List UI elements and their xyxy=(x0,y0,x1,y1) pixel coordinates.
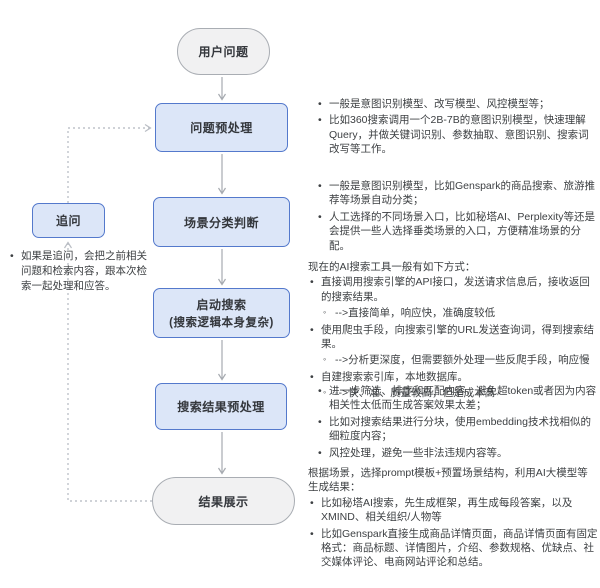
node-label: 结果展示 xyxy=(198,494,249,509)
node-label: 用户问题 xyxy=(198,45,249,59)
sub-bullet-item: -->直接简单，响应快，准确度较低 xyxy=(308,306,598,320)
bullet-item: 一般是意图识别模型，比如Genspark的商品搜索、旅游推荐等场景自动分类； xyxy=(316,179,598,208)
flow-node-result-preprocess: 搜索结果预处理 xyxy=(155,383,287,430)
node-label: 场景分类判断 xyxy=(183,215,259,230)
flow-node-followup: 追问 xyxy=(32,203,105,238)
flow-node-user-question: 用户问题 xyxy=(177,28,270,75)
flow-node-result-display: 结果展示 xyxy=(152,477,295,525)
sub-bullet-item: -->分析更深度，但需要额外处理一些反爬手段，响应慢 xyxy=(308,353,598,367)
flow-node-scene-classify: 场景分类判断 xyxy=(153,197,290,247)
dashed-feedback-arrow-to-preprocess xyxy=(67,123,152,203)
annotation-preprocess: 一般是意图识别模型、改写模型、风控模型等； 比如360搜索调用一个2B-7B的意… xyxy=(316,97,598,159)
bullet-item: 比如对搜索结果进行分块，使用embedding技术找相似的细粒度内容； xyxy=(316,415,598,444)
bullet-item: 使用爬虫手段，向搜索引擎的URL发送查询词，得到搜索结果。 xyxy=(308,323,598,352)
bullet-item: 风控处理，避免一些非法违规内容等。 xyxy=(316,446,598,461)
dashed-feedback-arrow-to-followup xyxy=(63,241,152,502)
bullet-item: 人工选择的不同场景入口，比如秘塔AI、Perplexity等还是会提供一些人选择… xyxy=(316,210,598,253)
flow-node-preprocess: 问题预处理 xyxy=(155,103,288,152)
annotation-search: 现在的AI搜索工具一般有如下方式： 直接调用搜索引擎的API接口，发送请求信息后… xyxy=(308,260,598,402)
annotation-header: 根据场景，选择prompt模板+预置场景结构，利用AI大模型等生成结果： xyxy=(308,467,588,494)
bullet-item: 直接调用搜索引擎的API接口，发送请求信息后，接收返回的搜索结果。 xyxy=(308,275,598,304)
flow-node-start-search: 启动搜索 (搜索逻辑本身复杂) xyxy=(153,288,290,338)
node-sublabel: (搜索逻辑本身复杂) xyxy=(169,317,274,329)
annotation-scene: 一般是意图识别模型，比如Genspark的商品搜索、旅游推荐等场景自动分类； 人… xyxy=(316,179,598,255)
bullet-item: 比如秘塔AI搜索，先生成框架，再生成每段答案，以及XMIND、相关组织/人物等 xyxy=(308,496,598,525)
bullet-item: 自建搜索索引库，本地数据库。 xyxy=(308,370,598,385)
annotation-header: 现在的AI搜索工具一般有如下方式： xyxy=(308,261,476,273)
bullet-item: 比如Genspark直接生成商品详情页面，商品详情页面有固定格式：商品标题、详情… xyxy=(308,527,598,570)
annotation-result-display: 根据场景，选择prompt模板+预置场景结构，利用AI大模型等生成结果： 比如秘… xyxy=(308,466,598,572)
bullet-item: 一般是意图识别模型、改写模型、风控模型等； xyxy=(316,97,598,112)
annotation-result-preprocess: 进一步筛选、排序和匹配内容，避免超token或者因为内容相关性太低而生成答案效果… xyxy=(316,384,598,462)
node-label: 问题预处理 xyxy=(190,121,253,135)
bullet-item: 进一步筛选、排序和匹配内容，避免超token或者因为内容相关性太低而生成答案效果… xyxy=(316,384,598,413)
note-bullet: 如果是追问，会把之前相关问题和检索内容，跟本次检索一起处理和应答。 xyxy=(8,249,150,295)
bullet-item: 比如360搜索调用一个2B-7B的意图识别模型，快速理解Query，并做关键词识… xyxy=(316,113,598,156)
node-label: 启动搜索 xyxy=(196,298,247,312)
node-label: 追问 xyxy=(55,214,81,228)
followup-note: 如果是追问，会把之前相关问题和检索内容，跟本次检索一起处理和应答。 xyxy=(8,249,150,297)
node-label: 搜索结果预处理 xyxy=(177,400,265,414)
